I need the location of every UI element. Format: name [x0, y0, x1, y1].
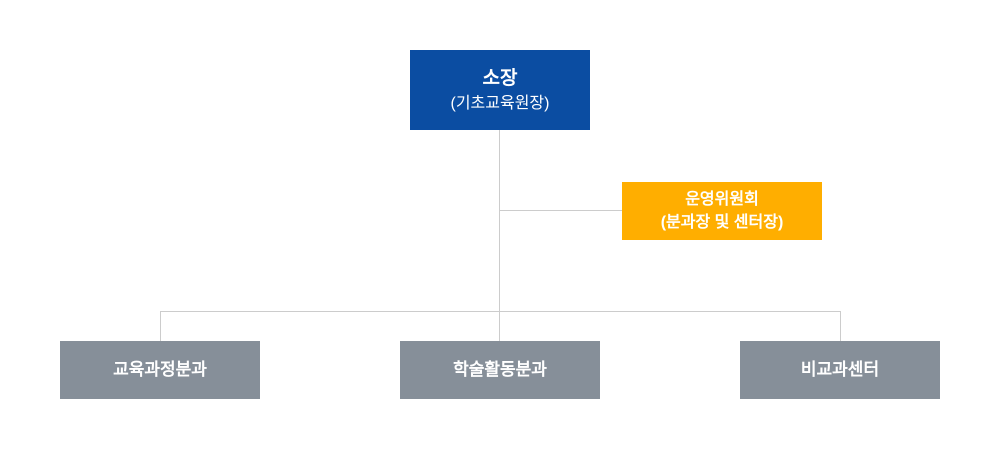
director-node: 소장 (기초교육원장) [410, 50, 590, 130]
director-title: 소장 [482, 67, 518, 89]
connector-horizontal-rail [160, 311, 841, 312]
connector-trunk-vertical [499, 130, 500, 311]
connector-drop-center [499, 311, 500, 341]
committee-subtitle: (분과장 및 센터장) [660, 214, 784, 231]
committee-title: 운영위원회 [685, 190, 759, 208]
department-label: 비교과센터 [800, 359, 880, 379]
department-node-academic-activity: 학술활동분과 [400, 341, 600, 399]
director-subtitle: (기초교육원장) [450, 95, 550, 113]
connector-committee-branch [500, 210, 622, 211]
connector-drop-left [160, 311, 161, 341]
department-node-curriculum: 교육과정분과 [60, 341, 260, 399]
department-label: 학술활동분과 [453, 359, 547, 379]
department-label: 교육과정분과 [113, 359, 207, 379]
committee-node: 운영위원회 (분과장 및 센터장) [622, 182, 822, 240]
department-node-extracurricular-center: 비교과센터 [740, 341, 940, 399]
connector-drop-right [840, 311, 841, 341]
